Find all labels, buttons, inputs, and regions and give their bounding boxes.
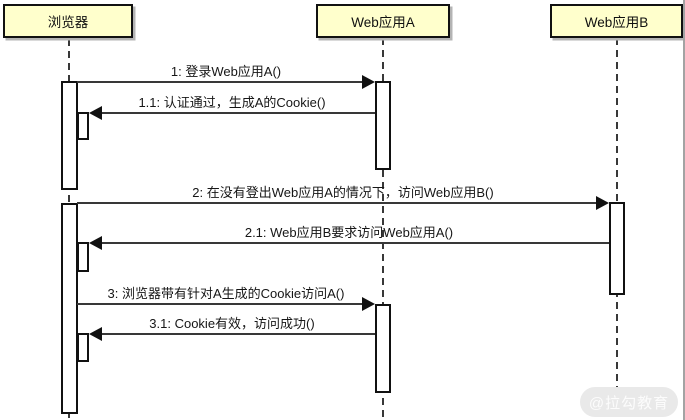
participant-box-browser: 浏览器	[3, 4, 133, 38]
participant-box-web-app-b: Web应用B	[550, 4, 683, 38]
activation-bar-web-app-b	[609, 202, 625, 295]
message-line	[77, 303, 364, 305]
arrowhead-left-icon	[89, 106, 102, 120]
activation-bar-web-app-a-1	[375, 81, 391, 170]
message-line	[77, 202, 597, 204]
activation-bar-browser-nested-2	[77, 242, 89, 272]
arrowhead-right-icon	[362, 297, 375, 311]
image-right-edge	[683, 0, 685, 420]
arrowhead-left-icon	[89, 327, 102, 341]
activation-bar-browser-nested-1	[77, 112, 89, 140]
message-line	[101, 242, 609, 244]
message-line	[101, 112, 375, 114]
arrowhead-left-icon	[89, 236, 102, 250]
activation-bar-browser-nested-3	[77, 333, 89, 362]
message-label: 2: 在没有登出Web应用A的情况下，访问Web应用B()	[192, 185, 494, 200]
message-line	[101, 333, 375, 335]
activation-bar-browser-2	[61, 203, 78, 414]
message-label: 1.1: 认证通过，生成A的Cookie()	[138, 95, 326, 110]
participant-label: 浏览器	[47, 15, 89, 30]
participant-box-web-app-a: Web应用A	[316, 4, 450, 38]
watermark-label: @拉勾教育	[588, 394, 670, 412]
activation-bar-web-app-a-2	[375, 304, 391, 393]
message-label: 2.1: Web应用B要求访问Web应用A()	[244, 225, 454, 240]
message-label: 3.1: Cookie有效，访问成功()	[149, 316, 315, 331]
activation-bar-browser-1	[61, 81, 78, 190]
arrowhead-right-icon	[596, 196, 609, 210]
message-line	[77, 81, 364, 83]
arrowhead-right-icon	[362, 75, 375, 89]
message-label: 3: 浏览器带有针对A生成的Cookie访问A()	[107, 286, 345, 301]
participant-label: Web应用B	[584, 15, 649, 30]
lifeline-web-app-a	[382, 38, 384, 420]
message-label: 1: 登录Web应用A()	[170, 64, 282, 79]
watermark-badge: @拉勾教育	[580, 387, 678, 417]
participant-label: Web应用A	[351, 15, 415, 30]
